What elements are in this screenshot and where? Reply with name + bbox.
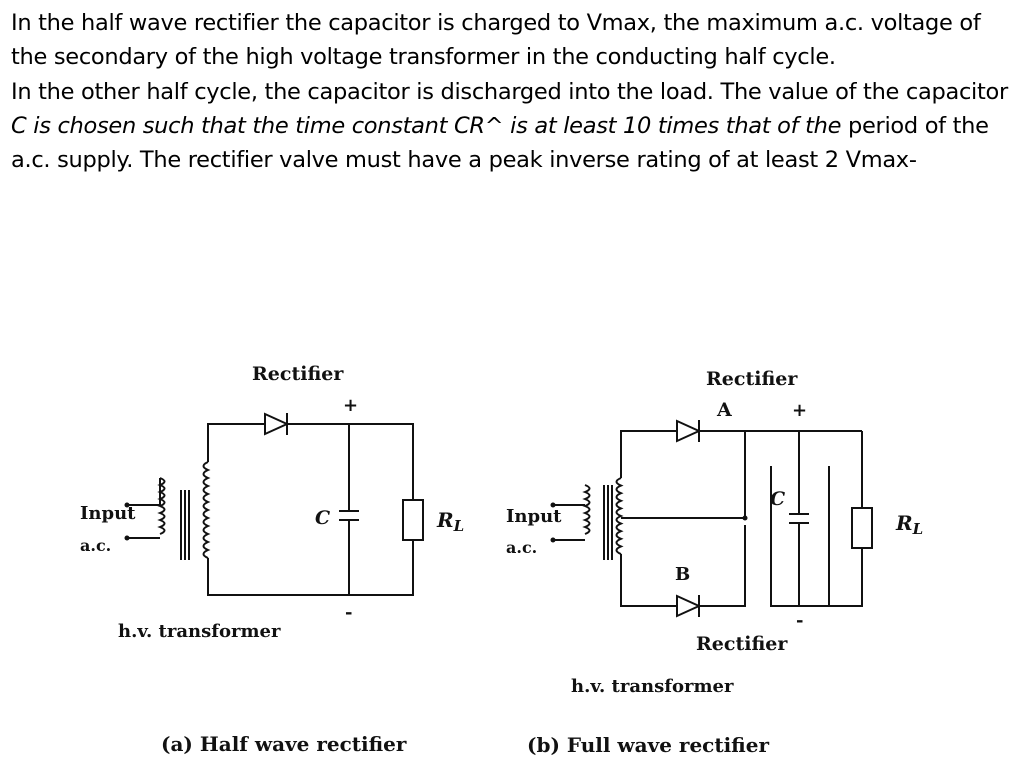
half-load-label: RL [436,508,464,535]
wire-left-top [207,423,265,462]
fw-wire-top-left [620,430,677,478]
input-terminal-bottom [124,535,130,541]
fw-input-label: Input [506,506,562,527]
half-rectifier-label: Rectifier [252,363,344,385]
half-wave-circuit: Rectifier + - Input a.c. C RL h.v. trans… [80,363,464,756]
fw-wire-b-riser [710,525,746,607]
fw-wire-bottom-left [620,554,677,607]
full-wave-circuit: Rectifier A + - Input a.c. C RL B Rectif… [506,368,923,757]
diode-b [676,594,710,618]
half-plus-sign: + [343,395,358,416]
half-ac-label: a.c. [80,536,111,555]
fw-secondary-coil [615,477,624,555]
fw-ac-label: a.c. [506,538,537,557]
description-text: In the half wave rectifier the capacitor… [11,6,1016,177]
fw-input-terminal-top [550,502,556,508]
fw-caption: (b) Full wave rectifier [527,733,769,757]
input-terminal-top [124,502,130,508]
fw-rectifier-top-label: Rectifier [706,368,798,390]
fw-load-lead-bottom [829,548,863,607]
fw-primary-coil [582,484,591,535]
half-transformer-label: h.v. transformer [118,621,281,642]
fw-capacitor-label: C [770,488,785,510]
paragraph-line-2-start: In the other half cycle, the capacitor i… [11,78,1008,105]
fw-load-resistor [851,507,873,549]
fw-transformer-label: h.v. transformer [571,676,734,697]
primary-coil [157,477,166,535]
fw-rectifier-bottom-label: Rectifier [696,633,788,655]
fw-input-terminal-bottom [550,537,556,543]
secondary-coil [202,461,211,559]
half-capacitor-label: C [315,507,330,529]
fw-plus-sign: + [792,400,807,421]
fw-minus-sign: - [796,610,803,631]
wire-top-right [298,423,414,500]
paragraph-line-1: In the half wave rectifier the capacitor… [11,10,981,71]
load-resistor [402,499,424,541]
paragraph-line-2-end: period of the a.c. supply. The rectifier… [11,112,989,174]
fw-node-b-label: B [675,564,690,585]
half-input-label: Input [80,503,136,524]
rectifier-diode [264,412,298,436]
fw-node-a-label: A [716,399,732,421]
half-minus-sign: - [345,602,352,623]
half-caption: (a) Half wave rectifier [161,732,407,756]
paragraph-line-2-italic: C is chosen such that the time constant … [11,112,842,139]
fw-load-label: RL [895,511,923,538]
diode-a [676,419,710,443]
wire-bottom [207,540,414,596]
fw-return-loop [770,466,830,607]
